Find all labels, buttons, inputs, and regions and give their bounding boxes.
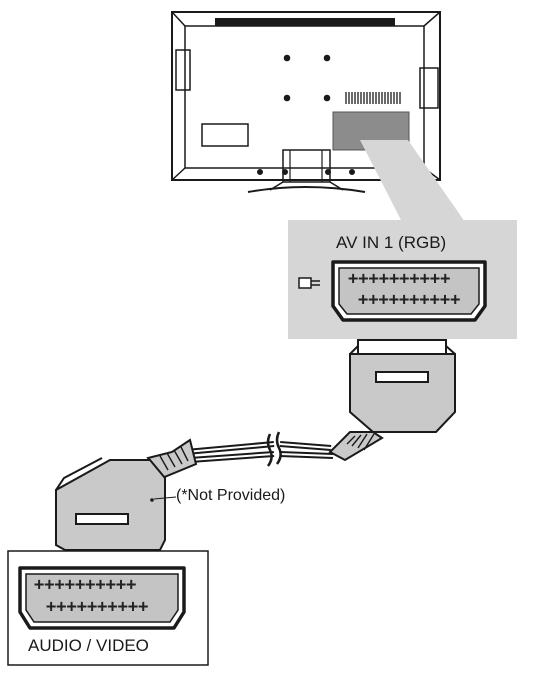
not-provided-label: (*Not Provided) xyxy=(176,487,286,504)
av-in-label: AV IN 1 (RGB) xyxy=(336,233,447,252)
audio-video-label: AUDIO / VIDEO xyxy=(28,636,149,655)
cable-break-icon xyxy=(266,431,282,467)
lower-scart-plug-icon xyxy=(55,438,198,565)
scart-input-icon xyxy=(298,277,320,289)
tv-back-panel-icon xyxy=(171,11,441,193)
av-out-pin-row-top: ++++++++++ xyxy=(34,575,137,595)
av-in-scart-port xyxy=(331,260,487,322)
scart-cable xyxy=(185,441,334,463)
audio-video-device xyxy=(7,550,209,666)
av-in-pin-row-bottom: ++++++++++ xyxy=(358,290,461,310)
av-out-pin-row-bottom: ++++++++++ xyxy=(46,597,149,617)
av-in-pin-row-top: ++++++++++ xyxy=(348,269,451,289)
upper-scart-plug-icon xyxy=(328,339,456,462)
